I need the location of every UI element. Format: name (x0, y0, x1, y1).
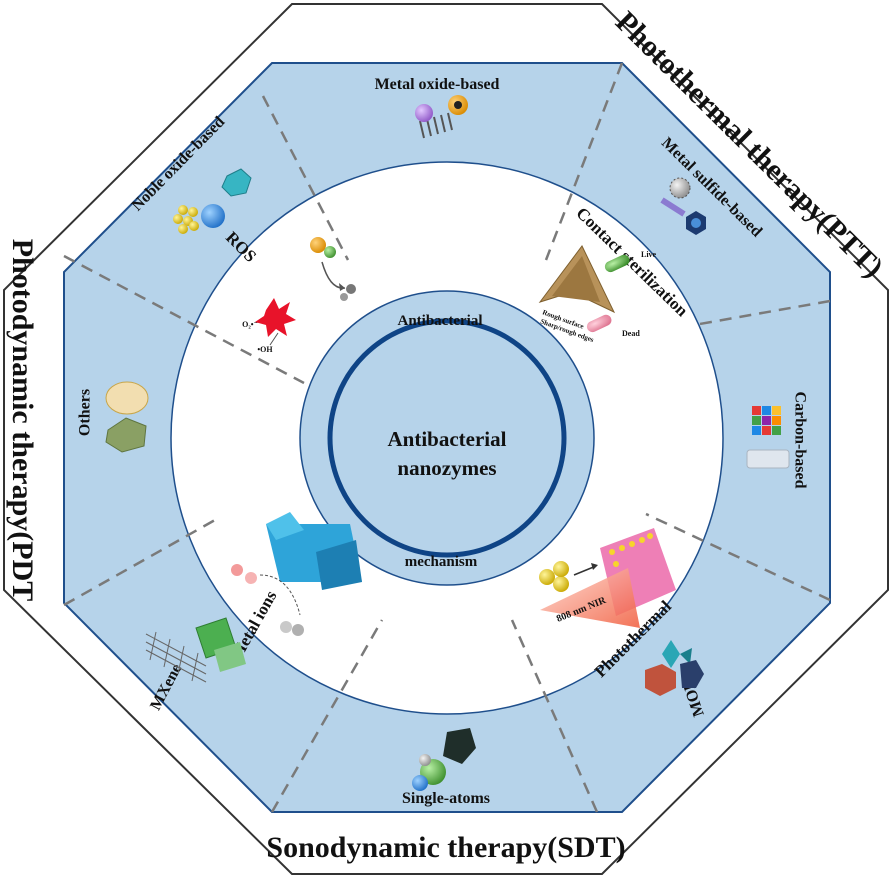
inner-disc (299, 290, 595, 586)
center-title-line1: Antibacterial (388, 427, 507, 451)
photothermal-illustration: 808 nm NIR (539, 528, 676, 628)
others-label: Others (77, 389, 94, 436)
center-ring (327, 318, 567, 558)
metal-oxide-label: Metal oxide-based (375, 76, 500, 93)
others-nanoparticle-icon (105, 381, 149, 453)
center-title-line2: nanozymes (397, 456, 496, 480)
mofs-nanoparticle-icon (645, 640, 704, 696)
ring-word-antibacterial: Antibacterial (398, 313, 483, 329)
carbon-based-nanoparticle-icon (746, 406, 790, 469)
sdt-therapy-label: Sonodynamic therapy(SDT) (266, 831, 625, 864)
o2-radical-label: O₂•⁻ (242, 320, 258, 329)
oh-radical-label: •OH (257, 345, 273, 354)
carbon-based-label: Carbon-based (791, 392, 808, 489)
ring-word-mechanism: mechanism (405, 554, 478, 570)
single-atoms-icon (412, 728, 476, 791)
single-atoms-label: Single-atoms (402, 790, 490, 807)
metal-ions-illustration (231, 512, 362, 636)
mxene-nanosheet-icon (145, 617, 246, 683)
metal-oxide-nanoparticle-icon (415, 95, 468, 139)
sector-dividers (63, 62, 831, 813)
noble-oxide-nanoparticle-icon (173, 168, 252, 234)
live-label: Live (641, 250, 657, 259)
dead-label: Dead (622, 329, 640, 338)
metal-sulfide-nanoparticle-icon (660, 177, 706, 235)
ros-mechanism-illustration: O₂•⁻ •OH (242, 237, 356, 354)
